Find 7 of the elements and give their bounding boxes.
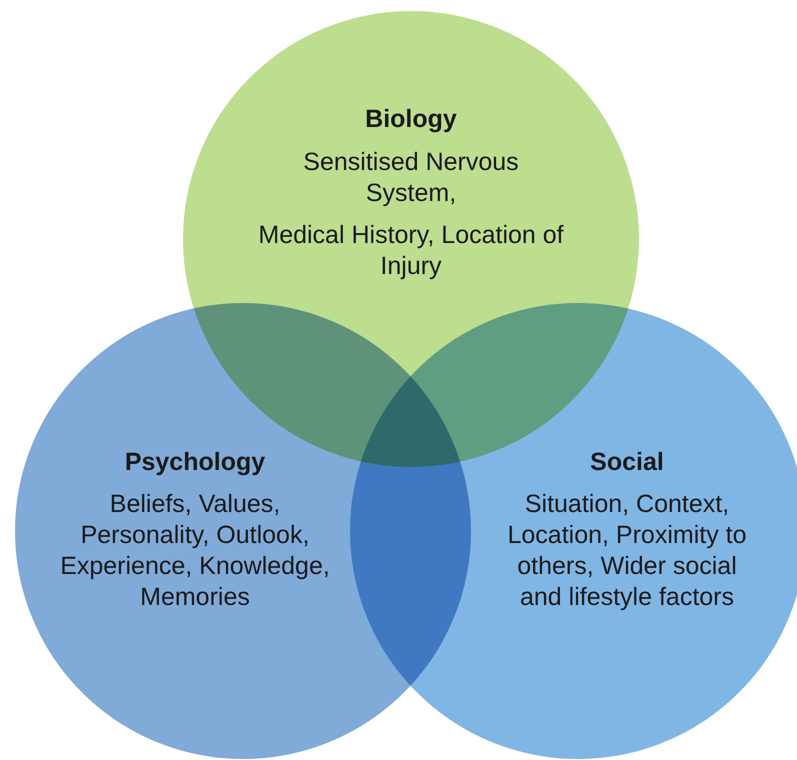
circle-heading: Biology [364, 104, 458, 135]
circle-description: Medical History, Location of Injury [257, 220, 565, 282]
circle-description: Beliefs, Values, Personality, Outlook, Experience, Knowledge, Memories [59, 489, 331, 613]
circle-heading: Psychology [124, 447, 266, 478]
circle-description: Situation, Context, Location, Proximity to others, Wider social and lifestyle factors [506, 489, 748, 613]
circle-description: Sensitised Nervous System, [302, 147, 520, 209]
circle-heading: Social [589, 447, 665, 478]
